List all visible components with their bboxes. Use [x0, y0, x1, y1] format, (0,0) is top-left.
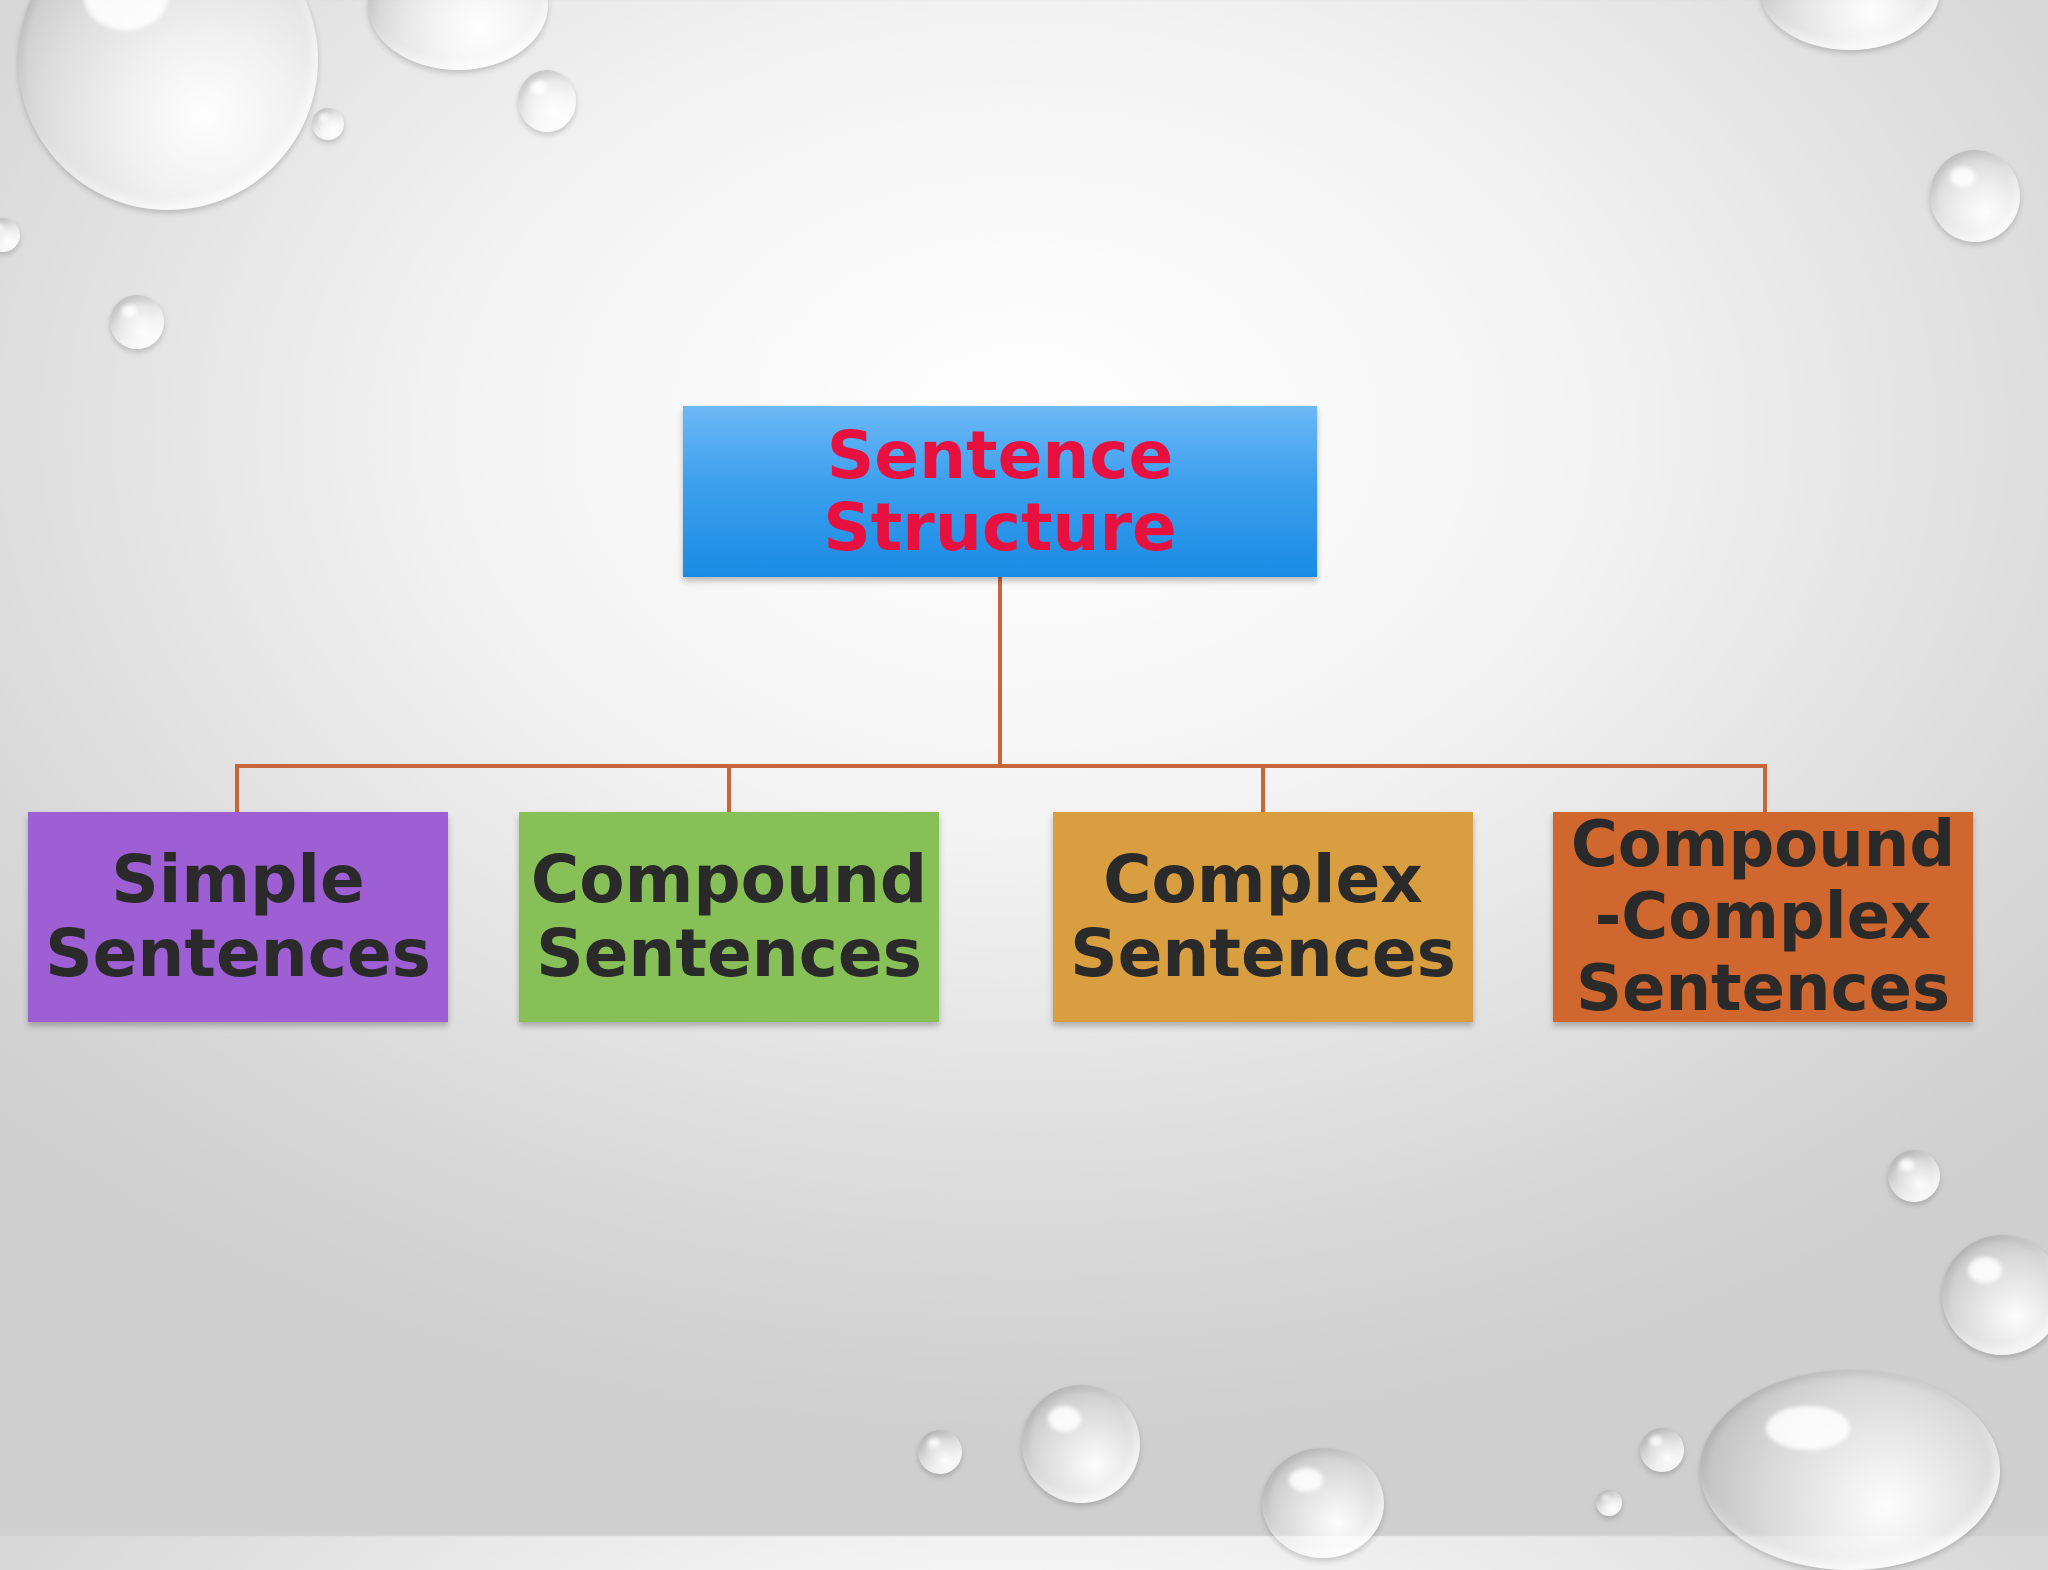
- node-label-compound-complex-sentences: Compound -Complex Sentences: [1570, 808, 1956, 1026]
- node-compound-sentences: Compound Sentences: [519, 812, 939, 1022]
- node-compound-complex-sentences: Compound -Complex Sentences: [1553, 808, 1973, 1026]
- node-complex-sentences: Complex Sentences: [1053, 812, 1473, 1022]
- connector-lines: [235, 575, 1767, 814]
- water-drop-decoration: [1596, 1490, 1622, 1516]
- slide: Sentence Structure Simple Sentences Comp…: [0, 0, 2048, 1536]
- node-label-complex-sentences: Complex Sentences: [1070, 841, 1456, 992]
- water-drop-decoration: [0, 218, 20, 252]
- node-label-simple-sentences: Simple Sentences: [45, 841, 431, 992]
- water-drop-decoration: [110, 295, 164, 349]
- water-drop-decoration: [1942, 1235, 2048, 1355]
- water-drop-decoration: [312, 108, 344, 140]
- water-drop-decoration: [1888, 1150, 1940, 1202]
- water-drop-decoration: [1640, 1428, 1684, 1472]
- node-simple-sentences: Simple Sentences: [28, 812, 448, 1022]
- water-drop-decoration: [918, 1430, 962, 1474]
- water-drop-decoration: [1022, 1385, 1140, 1503]
- node-label-compound-sentences: Compound Sentences: [530, 841, 928, 992]
- root-node-sentence-structure: Sentence Structure: [683, 406, 1317, 577]
- root-node-label: Sentence Structure: [823, 416, 1177, 566]
- water-drop-decoration: [518, 70, 576, 132]
- water-drop-decoration: [1930, 150, 2020, 242]
